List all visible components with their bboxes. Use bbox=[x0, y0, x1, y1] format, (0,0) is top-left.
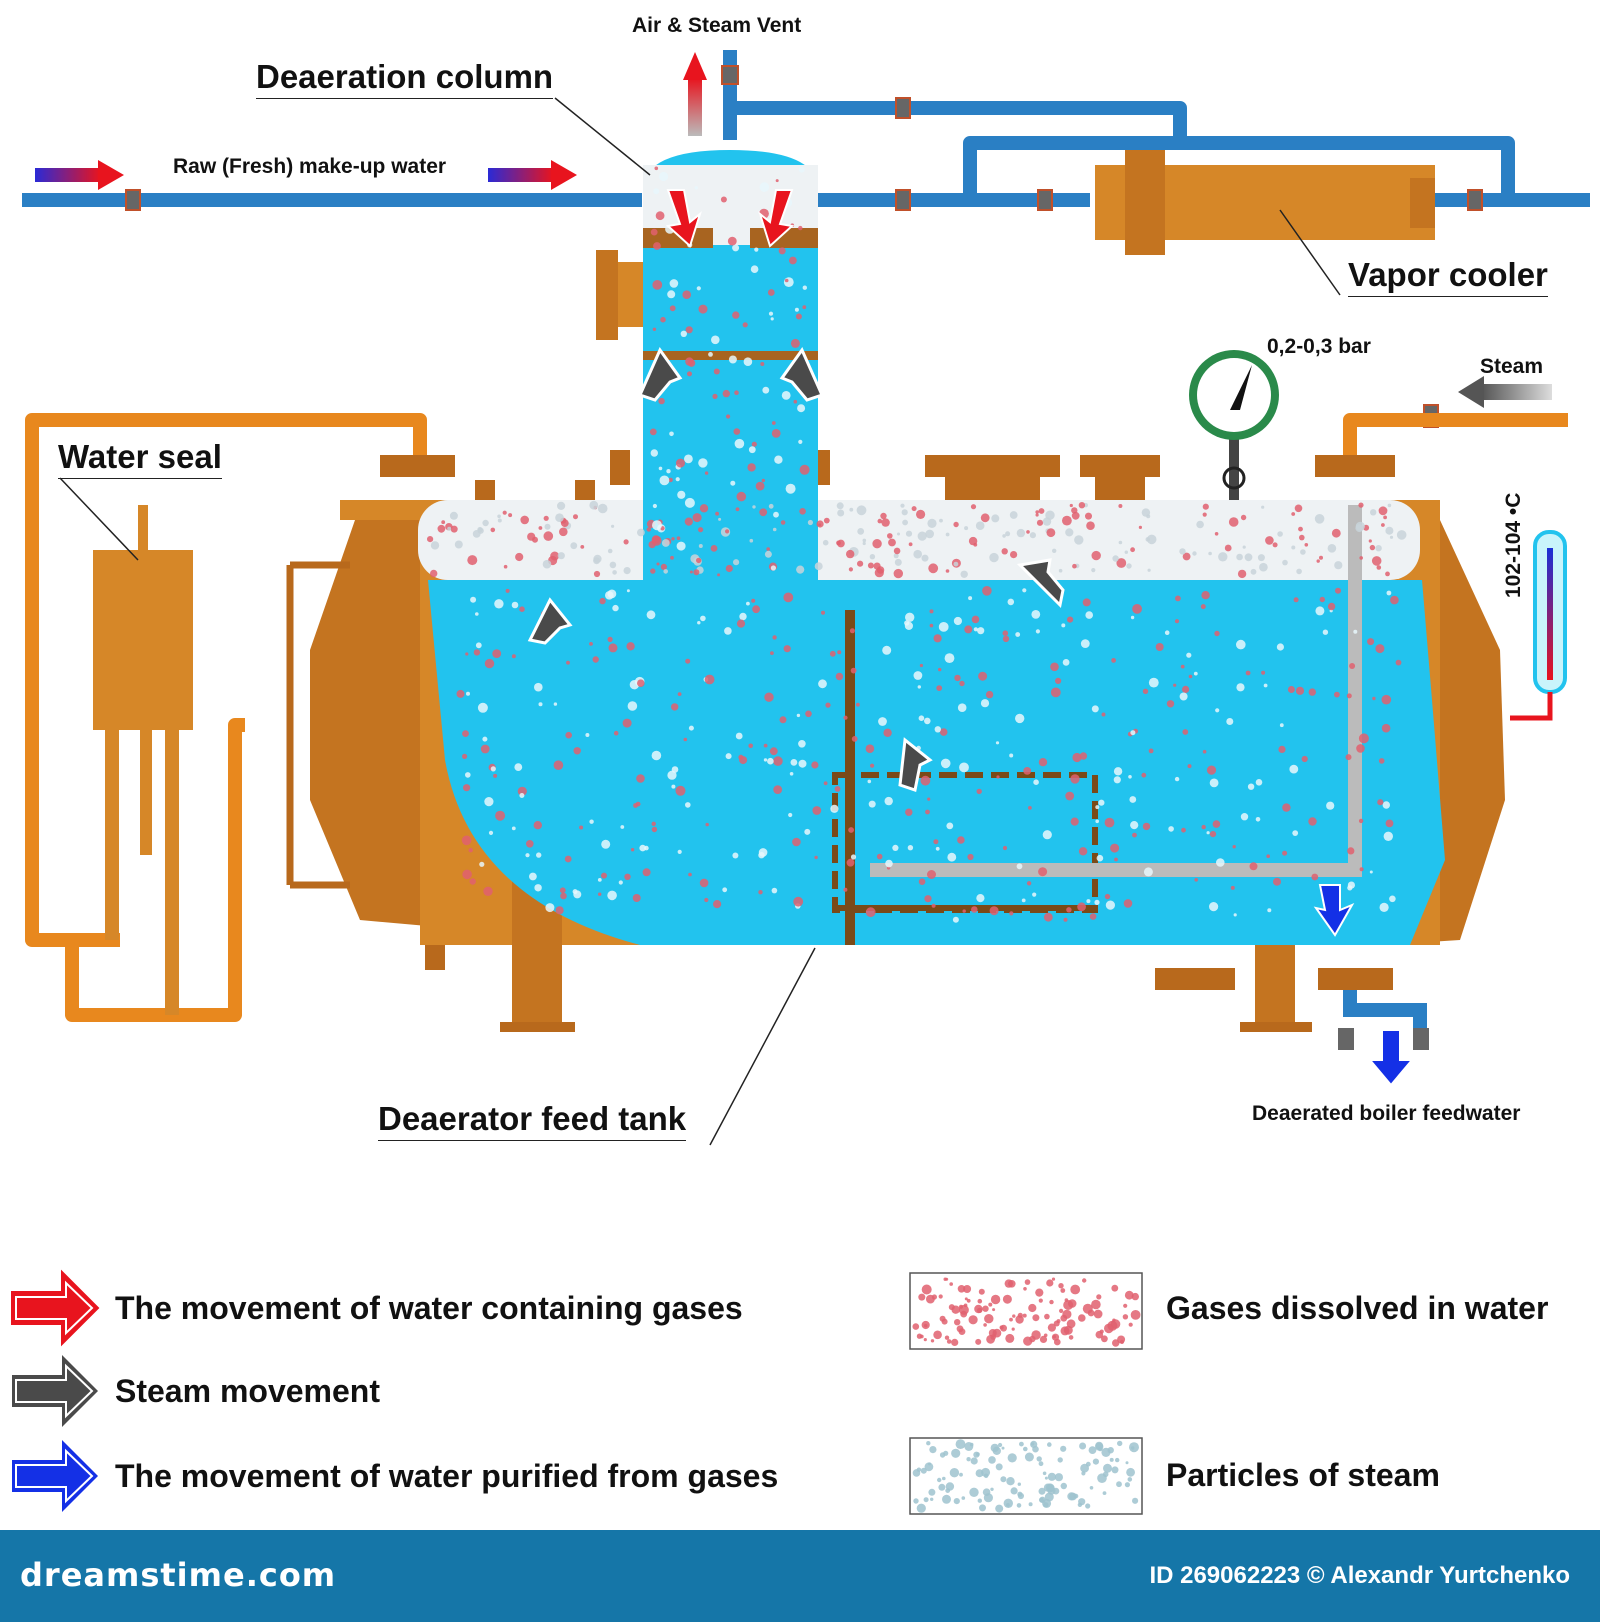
raw-water-arrows bbox=[35, 160, 577, 190]
steam-inlet-arrow bbox=[1458, 376, 1552, 408]
legend-label-steam: Particles of steam bbox=[1166, 1457, 1440, 1493]
raw-water-label: Raw (Fresh) make-up water bbox=[173, 155, 447, 178]
tank-water bbox=[428, 580, 1445, 945]
legend-swatch-gases bbox=[909, 1272, 1143, 1350]
feedwater-label: Deaerated boiler feedwater bbox=[1252, 1102, 1521, 1125]
thermometer bbox=[1510, 530, 1567, 721]
footer-brand[interactable]: dreamstime.com bbox=[20, 1556, 337, 1594]
air-vent-label: Air & Steam Vent bbox=[632, 14, 802, 37]
legend-label-gray: Steam movement bbox=[115, 1373, 380, 1409]
footer-id: ID 269062223 © Alexandr Yurtchenko bbox=[1149, 1562, 1570, 1589]
diagram bbox=[11, 50, 1590, 1515]
raw-water-pipe bbox=[22, 50, 1590, 207]
temperature-label: 102-104 •C bbox=[1502, 492, 1525, 598]
pressure-label: 0,2-0,3 bar bbox=[1267, 335, 1371, 358]
steam-arrows bbox=[527, 346, 1065, 792]
gas-bubbles bbox=[427, 166, 1407, 923]
tank-internals bbox=[832, 505, 1362, 945]
blue-arrows bbox=[1313, 884, 1415, 1087]
outlet-pipe bbox=[1338, 990, 1429, 1050]
legend-label-blue: The movement of water purified from gase… bbox=[115, 1458, 779, 1494]
column-label: Deaeration column bbox=[256, 58, 554, 99]
vent-arrow bbox=[683, 52, 707, 136]
steam-inlet-label: Steam bbox=[1480, 355, 1544, 378]
water-seal-label: Water seal bbox=[58, 438, 222, 479]
legend-swatch-steam bbox=[909, 1437, 1143, 1515]
feed-tank-label: Deaerator feed tank bbox=[378, 1100, 687, 1141]
footer-bar: dreamstime.com ID 269062223 © Alexandr Y… bbox=[0, 1530, 1600, 1622]
deaerator-diagram bbox=[11, 50, 1590, 1515]
water-seal-loop bbox=[25, 413, 1568, 1022]
vapor-cooler-label: Vapor cooler bbox=[1348, 256, 1548, 297]
pipe-valves bbox=[125, 65, 1483, 428]
pressure-gauge bbox=[1189, 350, 1279, 500]
vapor-cooler bbox=[1095, 150, 1435, 255]
legend-arrow-blue bbox=[12, 1440, 98, 1512]
legend-arrow-red bbox=[11, 1269, 100, 1347]
water-seal bbox=[93, 505, 193, 1015]
legend-arrow-gray bbox=[12, 1355, 98, 1427]
legend-label-gases: Gases dissolved in water bbox=[1166, 1290, 1549, 1326]
legend-label-red: The movement of water containing gases bbox=[115, 1290, 743, 1326]
red-arrows bbox=[665, 189, 795, 248]
leader-lines bbox=[59, 97, 1341, 1146]
